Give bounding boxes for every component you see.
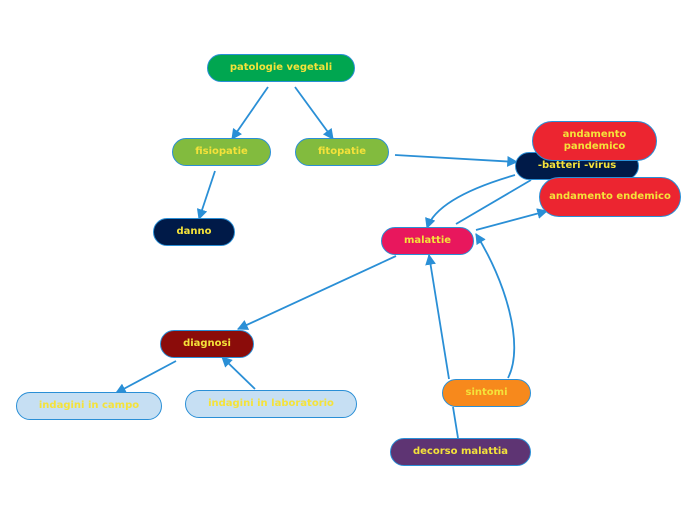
node-malattie[interactable]: malattie bbox=[381, 227, 474, 255]
edge-malattie-diagnosi bbox=[237, 255, 397, 330]
node-label: danno bbox=[176, 226, 212, 237]
node-label: sintomi bbox=[465, 387, 508, 398]
node-andamento-pandemico[interactable]: andamento pandemico bbox=[532, 121, 657, 161]
node-patologie-vegetali[interactable]: patologie vegetali bbox=[207, 54, 355, 82]
node-label: diagnosi bbox=[183, 338, 231, 349]
node-label: malattie bbox=[403, 235, 452, 246]
node-label: indagini in campo bbox=[38, 400, 140, 411]
edge-fitopatie-batteri bbox=[394, 154, 519, 167]
edge-laboratorio-diagnosi bbox=[221, 356, 256, 390]
node-andamento-endemico[interactable]: andamento endemico bbox=[539, 177, 681, 217]
node-label: indagini in laboratorio bbox=[208, 398, 334, 409]
node-fisiopatie[interactable]: fisiopatie bbox=[172, 138, 271, 166]
node-label: decorso malattia bbox=[412, 446, 509, 457]
node-sintomi[interactable]: sintomi bbox=[442, 379, 531, 407]
node-label: andamento pandemico bbox=[562, 129, 627, 152]
node-label: -batteri -virus bbox=[537, 160, 617, 171]
edge-malattie-endemico bbox=[475, 208, 549, 231]
node-fitopatie[interactable]: fitopatie bbox=[295, 138, 389, 166]
edge-batteri-malattie bbox=[425, 174, 516, 230]
edge-sintomi-decorso bbox=[452, 406, 459, 439]
node-label: fisiopatie bbox=[195, 146, 248, 157]
node-diagnosi[interactable]: diagnosi bbox=[160, 330, 254, 358]
node-label: fitopatie bbox=[318, 146, 366, 157]
node-indagini-in-campo[interactable]: indagini in campo bbox=[16, 392, 162, 420]
edge-patologie-fitopatie bbox=[294, 86, 334, 140]
edge-fisiopatie-danno bbox=[196, 170, 216, 221]
edge-sintomi-malattie bbox=[425, 253, 450, 380]
node-danno[interactable]: danno bbox=[153, 218, 235, 246]
node-decorso-malattia[interactable]: decorso malattia bbox=[390, 438, 531, 466]
edge-patologie-fisiopatie bbox=[231, 86, 269, 140]
edge-malattie-batteri bbox=[455, 179, 532, 225]
node-label: andamento endemico bbox=[549, 191, 671, 202]
node-indagini-in-laboratorio[interactable]: indagini in laboratorio bbox=[185, 390, 357, 418]
node-label: patologie vegetali bbox=[229, 62, 333, 73]
edge-diagnosi-campo bbox=[115, 360, 177, 394]
edge-sintomi-malattie-loop bbox=[475, 233, 516, 379]
